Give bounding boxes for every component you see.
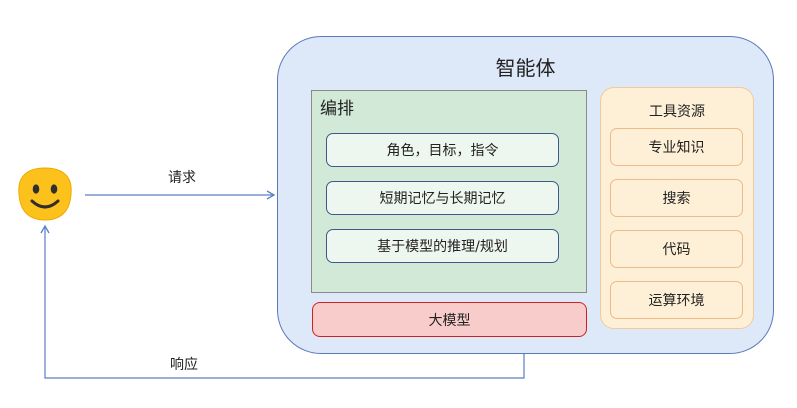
- tool-item-search: 搜索: [610, 179, 743, 217]
- orchestration-title: 编排: [320, 99, 354, 119]
- smiley-face-icon: [18, 167, 72, 221]
- orchestration-item-role-goal-instruction: 角色，目标，指令: [326, 133, 559, 167]
- llm-box: 大模型: [312, 302, 587, 337]
- tool-item-expertise: 专业知识: [610, 128, 743, 166]
- tool-item-code: 代码: [610, 230, 743, 268]
- tool-item-runtime-environment: 运算环境: [610, 281, 743, 319]
- agent-title: 智能体: [495, 56, 556, 80]
- orchestration-item-reasoning-planning: 基于模型的推理/规划: [326, 229, 559, 263]
- orchestration-item-memory: 短期记忆与长期记忆: [326, 181, 559, 215]
- tools-title: 工具资源: [649, 104, 705, 120]
- request-label: 请求: [168, 170, 196, 186]
- response-arrow: [40, 224, 525, 379]
- response-label: 响应: [170, 357, 198, 373]
